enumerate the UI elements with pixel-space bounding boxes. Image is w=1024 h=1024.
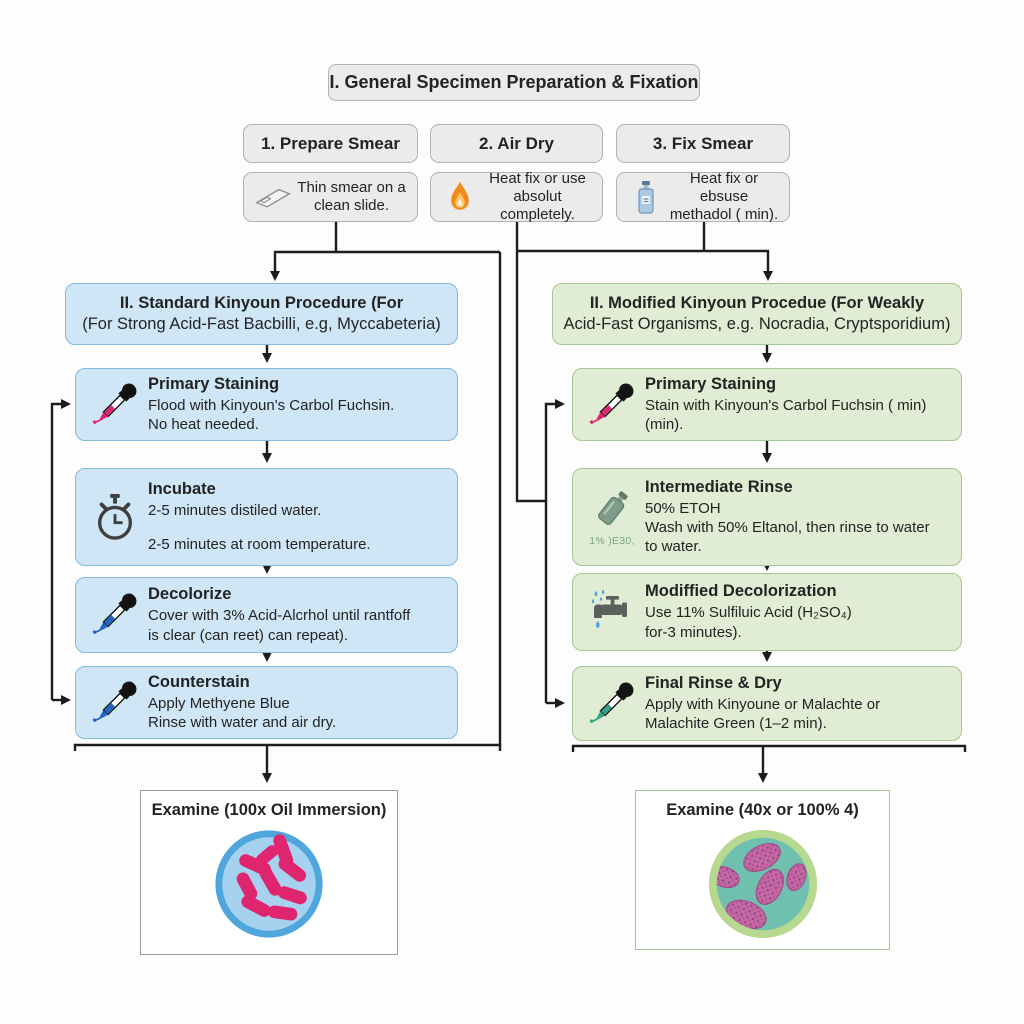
right-branch-title: II. Modified Kinyoun Procedue (For Weakl… <box>552 283 962 345</box>
prep-step-1-text: 1. Prepare Smear <box>261 133 400 153</box>
bottle-caption: 1% )E30, <box>589 534 635 547</box>
step-line: Cover with 3% Acid-Alcrhol until rantfof… <box>148 607 411 625</box>
main-title-text: I. General Specimen Preparation & Fixati… <box>329 72 699 92</box>
bottle-icon <box>625 180 667 214</box>
stopwatch-icon <box>82 492 148 542</box>
tilted-bottle-icon: 1% )E30, <box>579 488 645 547</box>
left-step-primary-staining: Primary Staining Flood with Kinyoun's Ca… <box>75 368 458 441</box>
prep-desc-line: clean slide. <box>313 197 390 214</box>
dropper-blue-icon <box>72 572 158 658</box>
step-line: Wash with 50% Eltanol, then rinse to wat… <box>645 518 930 536</box>
step-title: Primary Staining <box>148 374 280 393</box>
step-title: Decolorize <box>148 585 232 604</box>
step-line: 50% ETOH <box>645 499 721 517</box>
prep-desc-line: absolut completely. <box>500 187 575 224</box>
prep-desc-line: Thin smear on a <box>297 178 406 196</box>
right-examine-title: Examine (40x or 100% 4) <box>666 801 859 819</box>
step-title: Modiffied Decolorization <box>645 582 837 601</box>
prep-step-2-text: 2. Air Dry <box>479 133 554 153</box>
step-line: Rinse with water and air dry. <box>148 714 337 731</box>
oocyst-illustration <box>708 829 817 939</box>
left-examine-panel: Examine (100x Oil Immersion) <box>140 790 398 955</box>
step-line: Use 11% Sulfiluic Acid (H₂SO₄) <box>645 604 852 622</box>
step-title: Counterstain <box>148 672 250 691</box>
dropper-blue-icon <box>72 659 158 745</box>
left-branch-title-line1: II. Standard Kinyoun Procedure (For <box>119 293 404 312</box>
right-branch-title-line1: II. Modified Kinyoun Procedue (For Weakl… <box>589 293 925 312</box>
step-line: Apply Methyene Blue <box>148 694 290 712</box>
step-line: Apply with Kinyoune or Malachte or <box>645 695 881 713</box>
right-branch-title-line2: Acid-Fast Organisms, e.g. Nocradia, Cryp… <box>563 315 951 333</box>
prep-step-3-label: 3. Fix Smear <box>616 124 790 163</box>
prep-step-3-desc: Heat fix or ebsuse methadol ( min). <box>616 169 790 224</box>
prep-desc-line: Heat fix or ebsuse <box>689 169 759 205</box>
right-step-primary-staining: Primary Staining Stain with Kinyoun's Ca… <box>572 368 962 441</box>
right-step-intermediate-rinse: 1% )E30, Intermediate Rinse 50% ETOH Was… <box>572 468 962 566</box>
step-line: 2-5 minutes at room temperature. <box>148 535 371 553</box>
prep-step-1-desc: Thin smear on a clean slide. <box>243 172 418 222</box>
right-examine-panel: Examine (40x or 100% 4) <box>635 790 890 950</box>
step-title: Primary Staining <box>645 374 777 393</box>
prep-desc-line: Heat fix or use <box>489 169 586 187</box>
left-branch-title: II. Standard Kinyoun Procedure (For (For… <box>65 283 458 345</box>
slide-icon <box>252 185 294 209</box>
right-step-modified-decolorization: Modiffied Decolorization Use 11% Sulfilu… <box>572 573 962 651</box>
step-line: Stain with Kinyoun's Carbol Fuchsin ( mi… <box>645 396 927 414</box>
step-line: for-3 minutes). <box>645 623 742 641</box>
step-line: is clear (can reet) can repeat). <box>148 626 349 644</box>
dropper-pink-icon <box>72 361 158 447</box>
step-title: Incubate <box>148 480 216 499</box>
step-title: Final Rinse & Dry <box>645 673 782 692</box>
left-step-decolorize: Decolorize Cover with 3% Acid-Alcrhol un… <box>75 577 458 653</box>
acid-fast-bacilli-illustration <box>215 830 323 938</box>
main-title: I. General Specimen Preparation & Fixati… <box>328 64 700 101</box>
left-step-incubate: Incubate 2-5 minutes distiled water. 2-5… <box>75 468 458 566</box>
left-branch-title-line2: (For Strong Acid-Fast Bacbilli, e.g, Myc… <box>82 315 441 333</box>
prep-step-3-text: 3. Fix Smear <box>652 133 754 153</box>
prep-step-2-label: 2. Air Dry <box>430 124 603 163</box>
prep-step-2-desc: Heat fix or use absolut completely. <box>430 169 603 224</box>
prep-step-1-label: 1. Prepare Smear <box>243 124 418 163</box>
step-line: Flood with Kinyoun's Carbol Fuchsin. <box>148 396 395 414</box>
step-line: No heat needed. <box>148 416 259 433</box>
prep-desc-line: methadol ( min). <box>669 206 779 224</box>
step-line: (min). <box>645 416 684 433</box>
faucet-icon <box>579 589 645 635</box>
step-line: 2-5 minutes distiled water. <box>148 502 322 520</box>
left-examine-title: Examine (100x Oil Immersion) <box>151 801 387 819</box>
step-line: to water. <box>645 538 702 556</box>
dropper-pink-icon <box>569 361 655 447</box>
flame-icon <box>439 181 481 213</box>
step-line: Malachite Green (1–2 min). <box>645 715 827 732</box>
step-title: Intermediate Rinse <box>645 477 793 496</box>
right-step-final-rinse-dry: Final Rinse & Dry Apply with Kinyoune or… <box>572 666 962 741</box>
left-step-counterstain: Counterstain Apply Methyene Blue Rinse w… <box>75 666 458 739</box>
dropper-teal-icon <box>569 660 655 746</box>
